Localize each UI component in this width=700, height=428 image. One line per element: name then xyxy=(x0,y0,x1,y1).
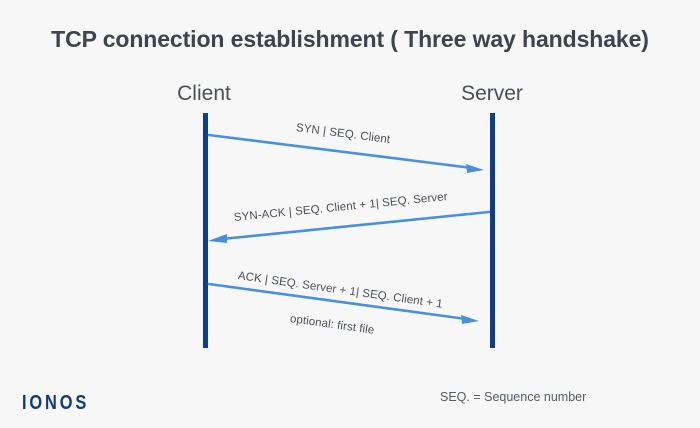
legend-text: SEQ. = Sequence number xyxy=(440,390,587,404)
message-label-3-line2: optional: first file xyxy=(289,313,376,337)
lifeline-server xyxy=(490,113,495,348)
message-label-2: SYN-ACK | SEQ. Client + 1| SEQ. Server xyxy=(233,191,449,224)
message-arrow-1 xyxy=(207,133,484,173)
message-label-3-line1: ACK | SEQ. Server + 1| SEQ. Client + 1 xyxy=(237,270,444,311)
actor-label-client: Client xyxy=(177,82,231,105)
page-title: TCP connection establishment ( Three way… xyxy=(51,26,649,52)
lifeline-client xyxy=(203,113,208,348)
ionos-logo: IONOS xyxy=(22,392,90,414)
actor-label-server: Server xyxy=(461,82,523,105)
message-label-1: SYN | SEQ. Client xyxy=(295,122,391,146)
